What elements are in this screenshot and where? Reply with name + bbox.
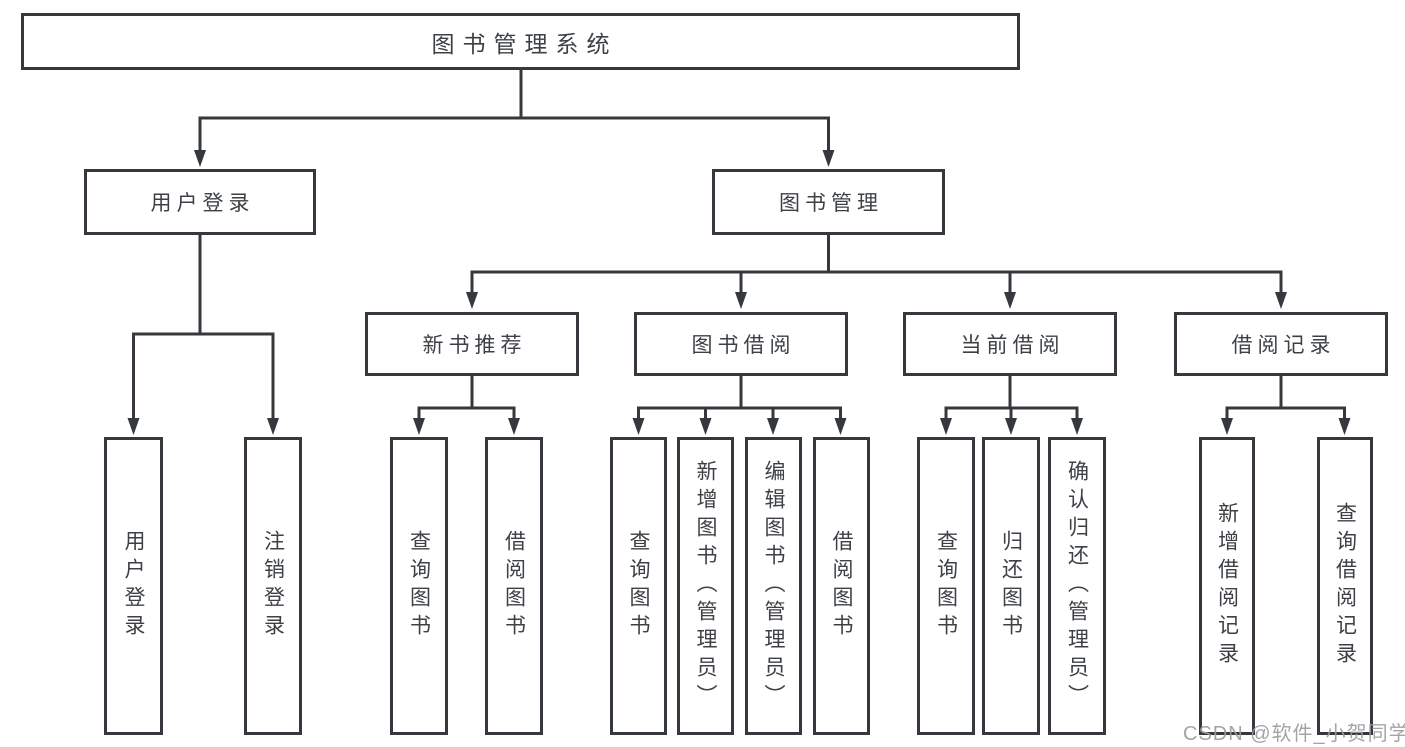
leaf-label: 注销登录 bbox=[261, 530, 285, 642]
leaf-logout: 注销登录 bbox=[244, 437, 302, 735]
leaf-add-borrow-record: 新增借阅记录 bbox=[1199, 437, 1255, 735]
leaf-query-books-current: 查询图书 bbox=[917, 437, 975, 735]
leaf-label: 编辑图书（管理员） bbox=[762, 460, 785, 712]
node-book-management: 图书管理 bbox=[712, 169, 945, 235]
node-new-book-recommend: 新书推荐 bbox=[365, 312, 579, 376]
leaf-label: 查询借阅记录 bbox=[1333, 502, 1357, 670]
leaf-user-login: 用户登录 bbox=[104, 437, 163, 735]
leaf-query-books-recommend: 查询图书 bbox=[390, 437, 448, 735]
leaf-query-borrow-record: 查询借阅记录 bbox=[1317, 437, 1373, 735]
leaf-query-books-borrow: 查询图书 bbox=[610, 437, 667, 735]
leaf-borrow-books: 借阅图书 bbox=[813, 437, 870, 735]
leaf-label: 查询图书 bbox=[934, 530, 958, 642]
leaf-edit-book-admin: 编辑图书（管理员） bbox=[745, 437, 802, 735]
leaf-label: 查询图书 bbox=[407, 530, 431, 642]
leaf-return-book: 归还图书 bbox=[982, 437, 1040, 735]
leaf-label: 借阅图书 bbox=[830, 530, 853, 642]
leaf-label: 新增借阅记录 bbox=[1215, 502, 1239, 670]
leaf-add-book-admin: 新增图书（管理员） bbox=[677, 437, 734, 735]
node-borrow-records: 借阅记录 bbox=[1174, 312, 1388, 376]
leaf-confirm-return-admin: 确认归还（管理员） bbox=[1048, 437, 1106, 735]
leaf-label: 查询图书 bbox=[627, 530, 650, 642]
leaf-borrow-books-recommend: 借阅图书 bbox=[485, 437, 543, 735]
leaf-label: 借阅图书 bbox=[502, 530, 526, 642]
node-current-borrow: 当前借阅 bbox=[903, 312, 1117, 376]
csdn-watermark: CSDN @软件_小贺同学 bbox=[1183, 723, 1405, 745]
node-book-borrow: 图书借阅 bbox=[634, 312, 848, 376]
node-user-login: 用户登录 bbox=[84, 169, 316, 235]
leaf-label: 确认归还（管理员） bbox=[1065, 460, 1089, 712]
leaf-label: 归还图书 bbox=[999, 530, 1023, 642]
node-library-system: 图书管理系统 bbox=[21, 13, 1020, 70]
leaf-label: 新增图书（管理员） bbox=[694, 460, 717, 712]
leaf-label: 用户登录 bbox=[122, 530, 145, 642]
